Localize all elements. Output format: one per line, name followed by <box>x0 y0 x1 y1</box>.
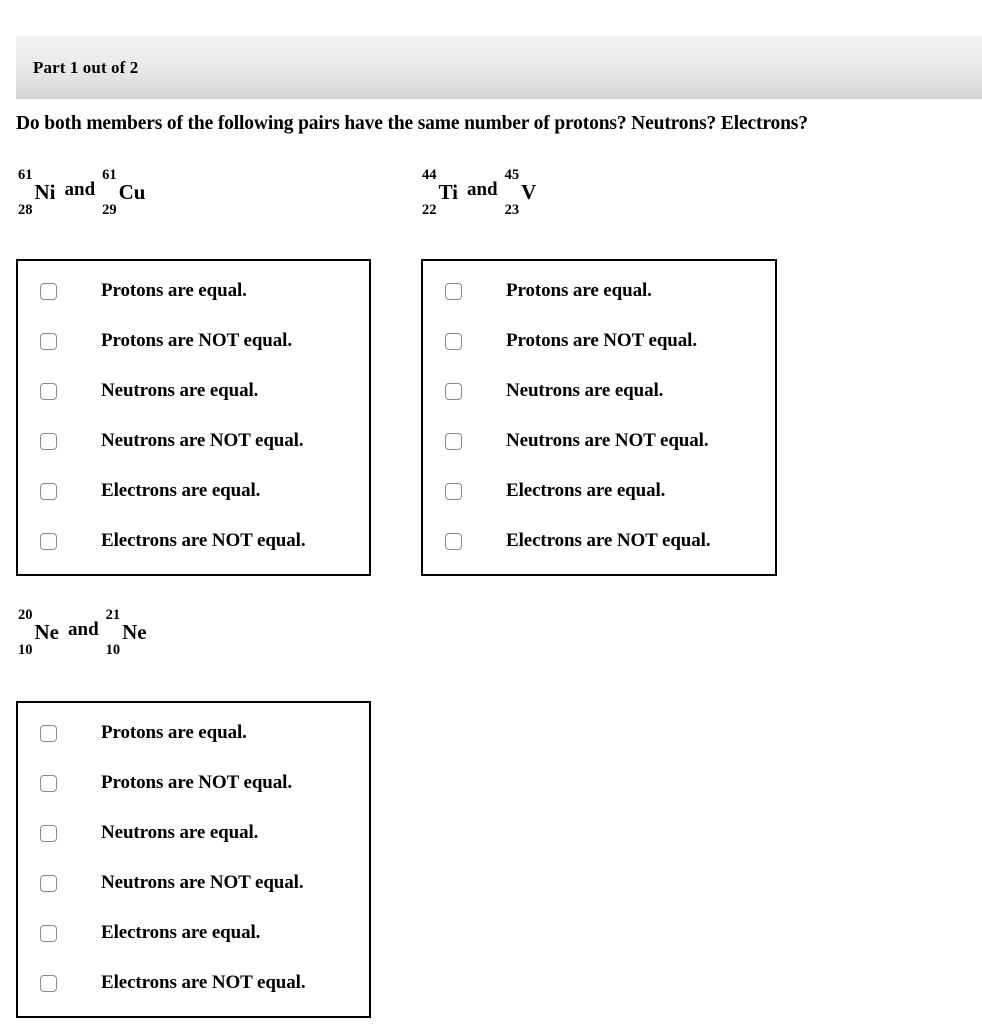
checkbox-electrons-not-equal[interactable] <box>40 974 57 992</box>
option-row[interactable]: Protons are NOT equal. <box>40 772 292 794</box>
atomic-number: 10 <box>18 641 33 658</box>
option-row[interactable]: Neutrons are NOT equal. <box>445 430 709 452</box>
checkbox-electrons-equal[interactable] <box>40 924 57 942</box>
mass-number: 20 <box>18 607 33 623</box>
isotope-expression-right: 21 10 Ne <box>106 608 147 657</box>
option-row[interactable]: Neutrons are equal. <box>40 380 258 402</box>
checkbox-electrons-not-equal[interactable] <box>40 532 57 550</box>
option-label: Neutrons are NOT equal. <box>506 430 709 451</box>
option-row[interactable]: Protons are equal. <box>40 722 247 744</box>
option-panel-pair-2: Protons are equal. Protons are NOT equal… <box>421 259 777 576</box>
option-row[interactable]: Electrons are NOT equal. <box>40 972 306 994</box>
question-prompt: Do both members of the following pairs h… <box>16 113 808 134</box>
checkbox-electrons-equal[interactable] <box>445 482 462 500</box>
checkbox-protons-not-equal[interactable] <box>40 774 57 792</box>
checkbox-electrons-not-equal[interactable] <box>445 532 462 550</box>
option-label: Protons are NOT equal. <box>101 330 292 351</box>
element-symbol: V <box>521 180 537 204</box>
part-header-bar: Part 1 out of 2 <box>16 36 982 99</box>
isotope-numbers: 21 10 <box>106 608 121 657</box>
option-row[interactable]: Electrons are equal. <box>40 922 260 944</box>
mass-number: 45 <box>504 167 520 183</box>
option-row[interactable]: Neutrons are equal. <box>445 380 663 402</box>
isotope-expression-right: 61 29 Cu <box>102 168 145 217</box>
isotope-pair-1: 61 28 Ni and 61 29 Cu <box>18 168 146 217</box>
option-row[interactable]: Protons are equal. <box>445 280 652 302</box>
pair-conjunction: and <box>466 178 498 200</box>
option-label: Protons are equal. <box>101 722 247 743</box>
pair-conjunction: and <box>64 178 96 200</box>
isotope-numbers: 20 10 <box>18 608 33 657</box>
option-panel-pair-1: Protons are equal. Protons are NOT equal… <box>16 259 371 576</box>
isotope-expression-left: 61 28 Ni <box>18 168 56 217</box>
option-row[interactable]: Electrons are NOT equal. <box>40 530 306 552</box>
option-label: Protons are equal. <box>506 280 652 301</box>
option-row[interactable]: Neutrons are equal. <box>40 822 258 844</box>
option-row[interactable]: Neutrons are NOT equal. <box>40 872 304 894</box>
isotope-expression-left: 44 22 Ti <box>422 168 458 217</box>
checkbox-electrons-equal[interactable] <box>40 482 57 500</box>
checkbox-protons-equal[interactable] <box>40 282 57 300</box>
mass-number: 21 <box>105 607 121 623</box>
checkbox-neutrons-equal[interactable] <box>40 824 57 842</box>
element-symbol: Ni <box>34 180 56 204</box>
isotope-numbers: 44 22 <box>422 168 437 217</box>
option-label: Neutrons are equal. <box>506 380 664 401</box>
isotope-numbers: 61 28 <box>18 168 33 217</box>
isotope-pair-2: 44 22 Ti and 45 23 V <box>422 168 536 217</box>
atomic-number: 29 <box>102 201 117 218</box>
element-symbol: Ne <box>122 620 147 644</box>
element-symbol: Cu <box>118 180 146 204</box>
option-label: Electrons are equal. <box>101 480 261 501</box>
isotope-expression-left: 20 10 Ne <box>18 608 59 657</box>
option-label: Electrons are NOT equal. <box>506 530 711 551</box>
option-panel-pair-3: Protons are equal. Protons are NOT equal… <box>16 701 371 1018</box>
option-label: Electrons are NOT equal. <box>101 972 306 993</box>
option-row[interactable]: Electrons are NOT equal. <box>445 530 711 552</box>
atomic-number: 23 <box>504 201 520 218</box>
option-label: Protons are NOT equal. <box>101 772 292 793</box>
option-row[interactable]: Electrons are equal. <box>40 480 260 502</box>
option-label: Neutrons are equal. <box>101 822 259 843</box>
checkbox-neutrons-not-equal[interactable] <box>40 874 57 892</box>
checkbox-neutrons-not-equal[interactable] <box>445 432 462 450</box>
option-row[interactable]: Neutrons are NOT equal. <box>40 430 304 452</box>
checkbox-protons-equal[interactable] <box>40 724 57 742</box>
atomic-number: 28 <box>18 201 33 218</box>
mass-number: 61 <box>18 167 33 183</box>
option-label: Neutrons are equal. <box>101 380 259 401</box>
option-row[interactable]: Protons are NOT equal. <box>40 330 292 352</box>
atomic-number: 22 <box>422 201 437 218</box>
option-row[interactable]: Electrons are equal. <box>445 480 665 502</box>
element-symbol: Ti <box>438 180 458 204</box>
checkbox-neutrons-equal[interactable] <box>40 382 57 400</box>
isotope-pair-3: 20 10 Ne and 21 10 Ne <box>18 608 147 657</box>
checkbox-protons-not-equal[interactable] <box>40 332 57 350</box>
mass-number: 61 <box>102 167 117 183</box>
atomic-number: 10 <box>105 641 121 658</box>
option-label: Neutrons are NOT equal. <box>101 872 304 893</box>
isotope-numbers: 45 23 <box>505 168 520 217</box>
option-row[interactable]: Protons are NOT equal. <box>445 330 697 352</box>
element-symbol: Ne <box>34 620 60 644</box>
option-row[interactable]: Protons are equal. <box>40 280 247 302</box>
option-label: Neutrons are NOT equal. <box>101 430 304 451</box>
checkbox-protons-equal[interactable] <box>445 282 462 300</box>
option-label: Electrons are equal. <box>506 480 666 501</box>
checkbox-neutrons-equal[interactable] <box>445 382 462 400</box>
pair-conjunction: and <box>68 618 99 640</box>
part-header-title: Part 1 out of 2 <box>33 58 139 77</box>
option-label: Electrons are NOT equal. <box>101 530 306 551</box>
mass-number: 44 <box>422 167 437 183</box>
option-label: Electrons are equal. <box>101 922 261 943</box>
isotope-expression-right: 45 23 V <box>505 168 537 217</box>
checkbox-neutrons-not-equal[interactable] <box>40 432 57 450</box>
checkbox-protons-not-equal[interactable] <box>445 332 462 350</box>
option-label: Protons are NOT equal. <box>506 330 697 351</box>
isotope-numbers: 61 29 <box>102 168 117 217</box>
option-label: Protons are equal. <box>101 280 247 301</box>
